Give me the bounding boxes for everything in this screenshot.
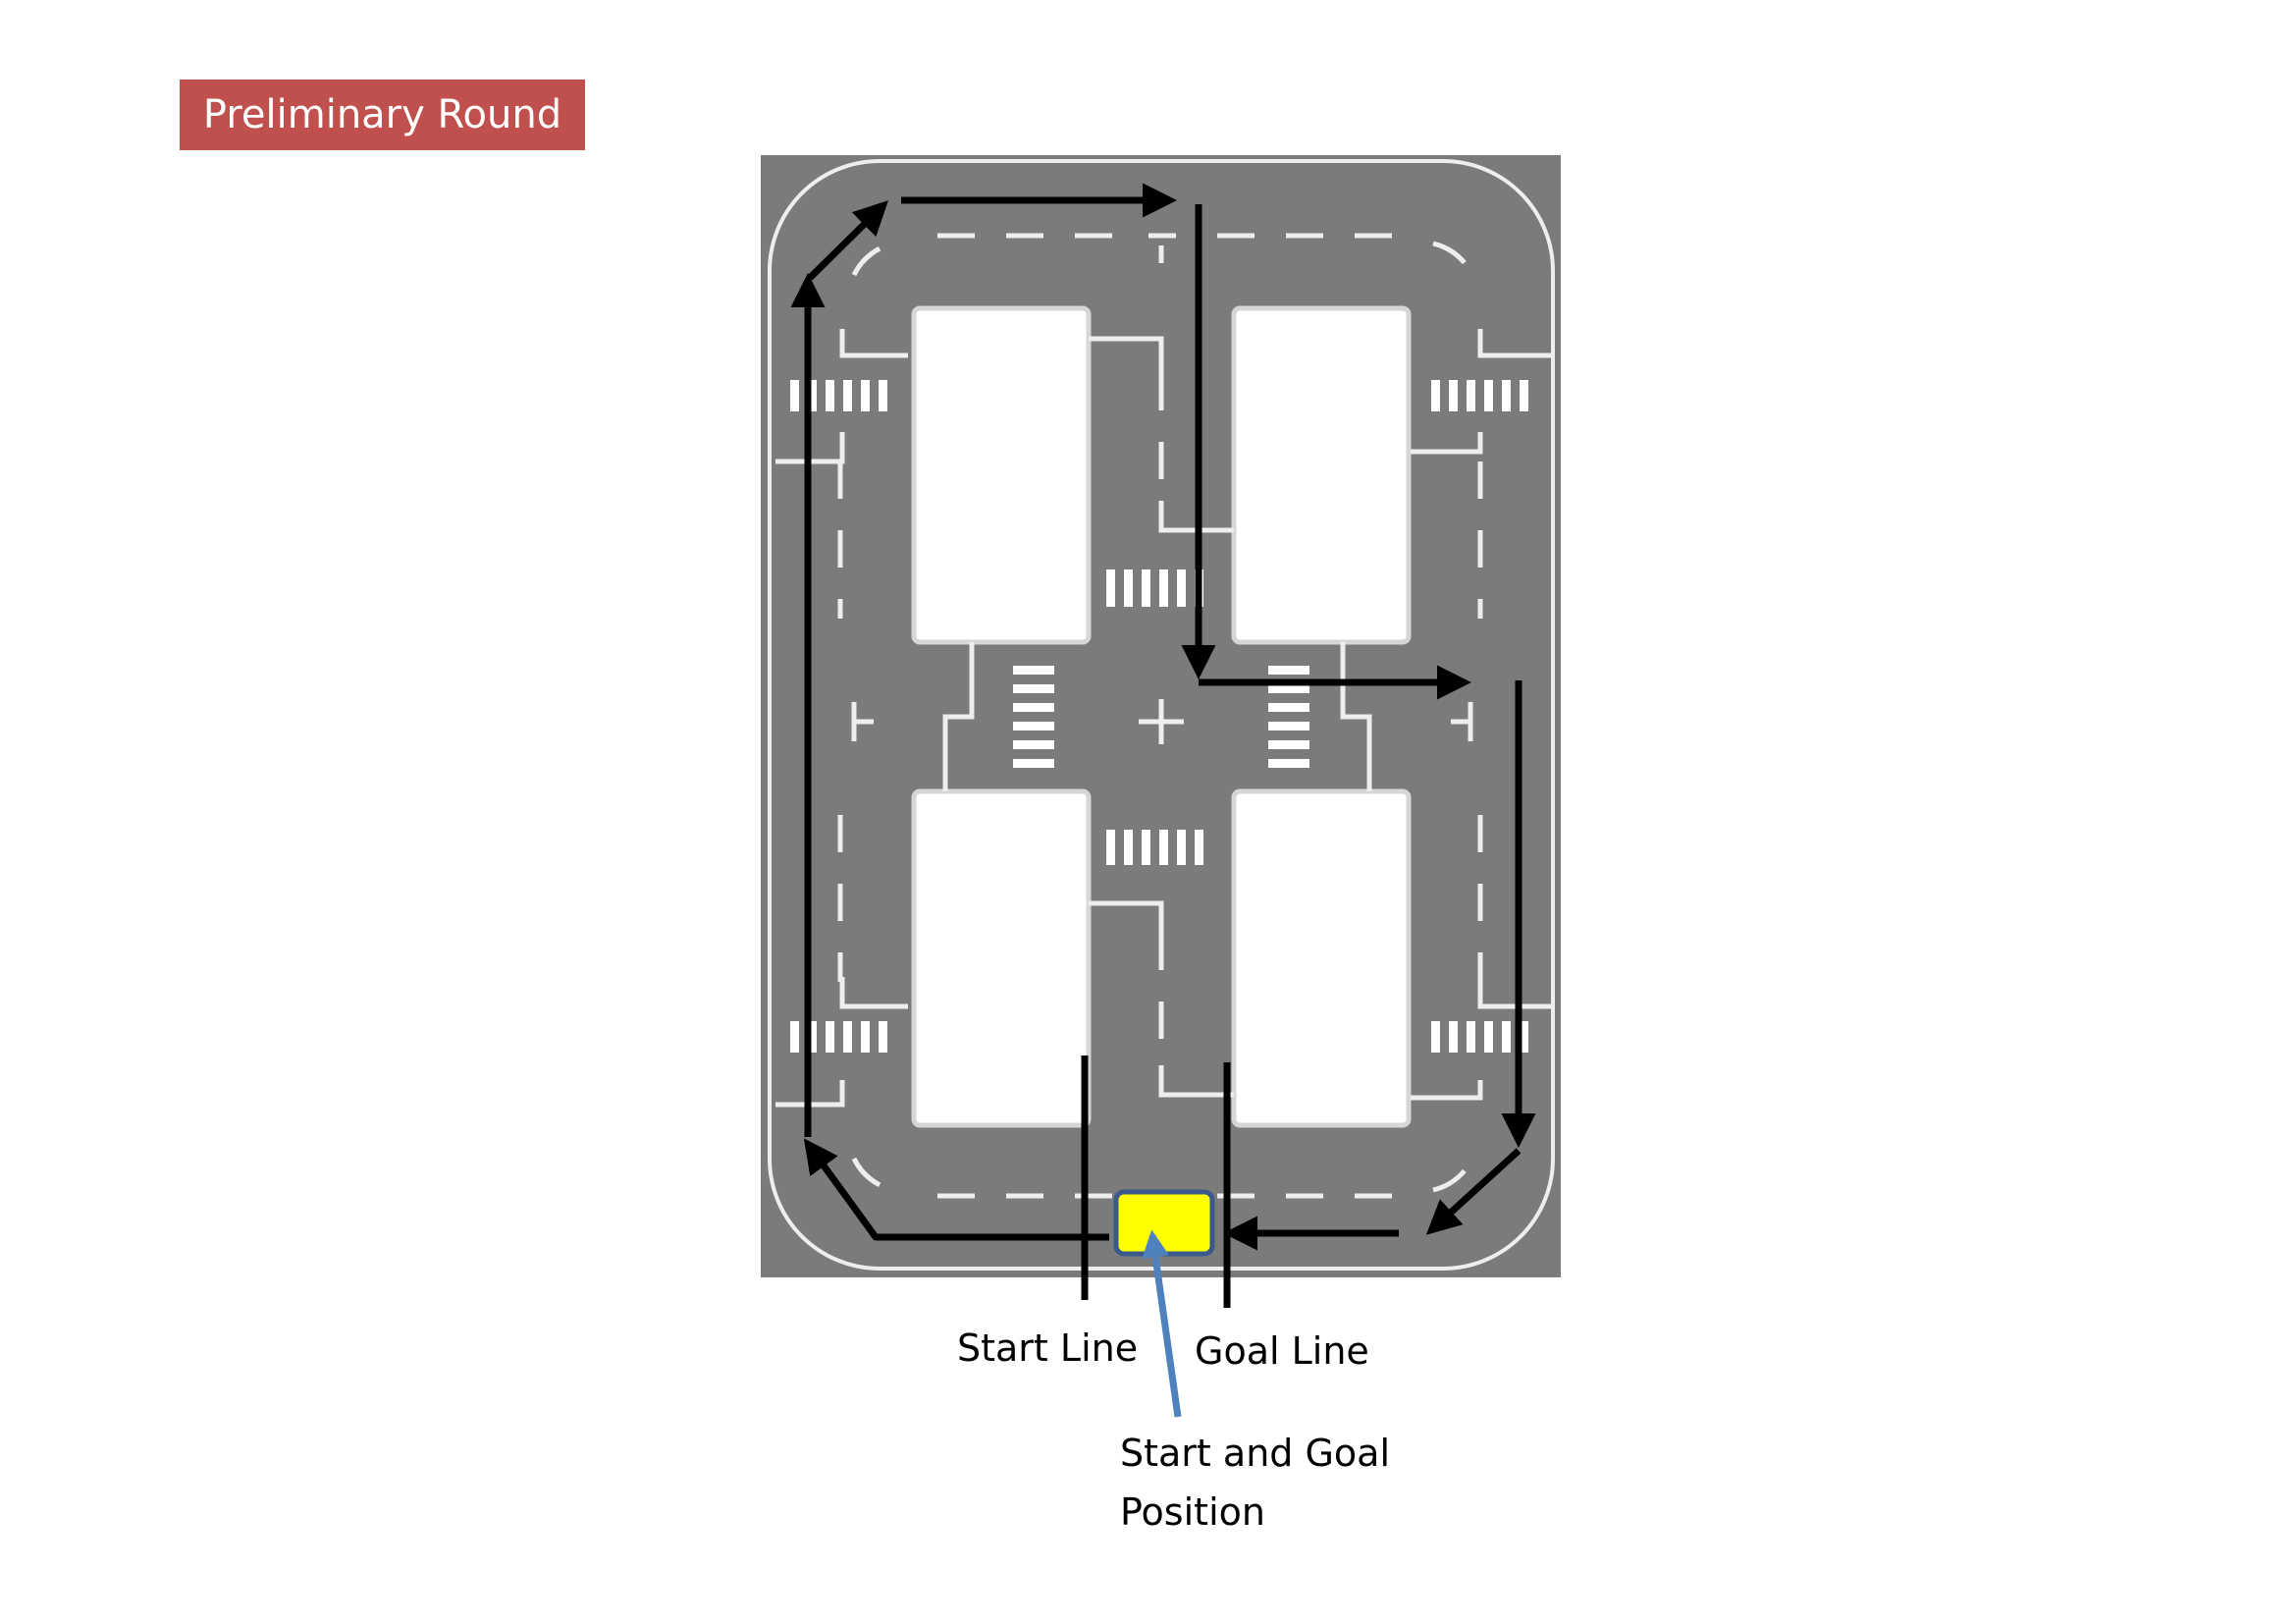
start-goal-box (1113, 1189, 1215, 1257)
crosswalk-right-lower (1431, 1021, 1528, 1053)
start-goal-position-label-line2: Position (1120, 1490, 1265, 1534)
route-arrow-bottom-right-diagonal (1425, 1148, 1522, 1235)
block-top-left (911, 305, 1092, 645)
route-arrow-top-left-diagonal (807, 200, 888, 281)
crosswalk-left-upper (790, 380, 887, 411)
crosswalk-middle-left (1013, 666, 1054, 768)
start-line-label: Start Line (957, 1326, 1139, 1370)
crosswalk-middle-right (1268, 666, 1309, 768)
lane-center-dashes (837, 233, 1483, 1199)
start-goal-position-label-line1: Start and Goal (1120, 1432, 1391, 1475)
block-bottom-left (911, 788, 1092, 1128)
block-bottom-right (1231, 788, 1412, 1128)
crosswalk-right-upper (1431, 380, 1528, 411)
position-pointer-arrow (1142, 1229, 1182, 1418)
crosswalk-center-lower (1106, 830, 1203, 865)
outer-edge-line (768, 159, 1555, 1271)
block-top-right (1231, 305, 1412, 645)
route-arrows (790, 183, 1536, 1251)
stop-line-markings (775, 233, 1551, 1108)
route-arrow-bottom-left (803, 1138, 1109, 1241)
goal-line-label: Goal Line (1195, 1329, 1369, 1373)
round-badge: Preliminary Round (180, 80, 585, 150)
crosswalk-left-lower (790, 1021, 887, 1053)
